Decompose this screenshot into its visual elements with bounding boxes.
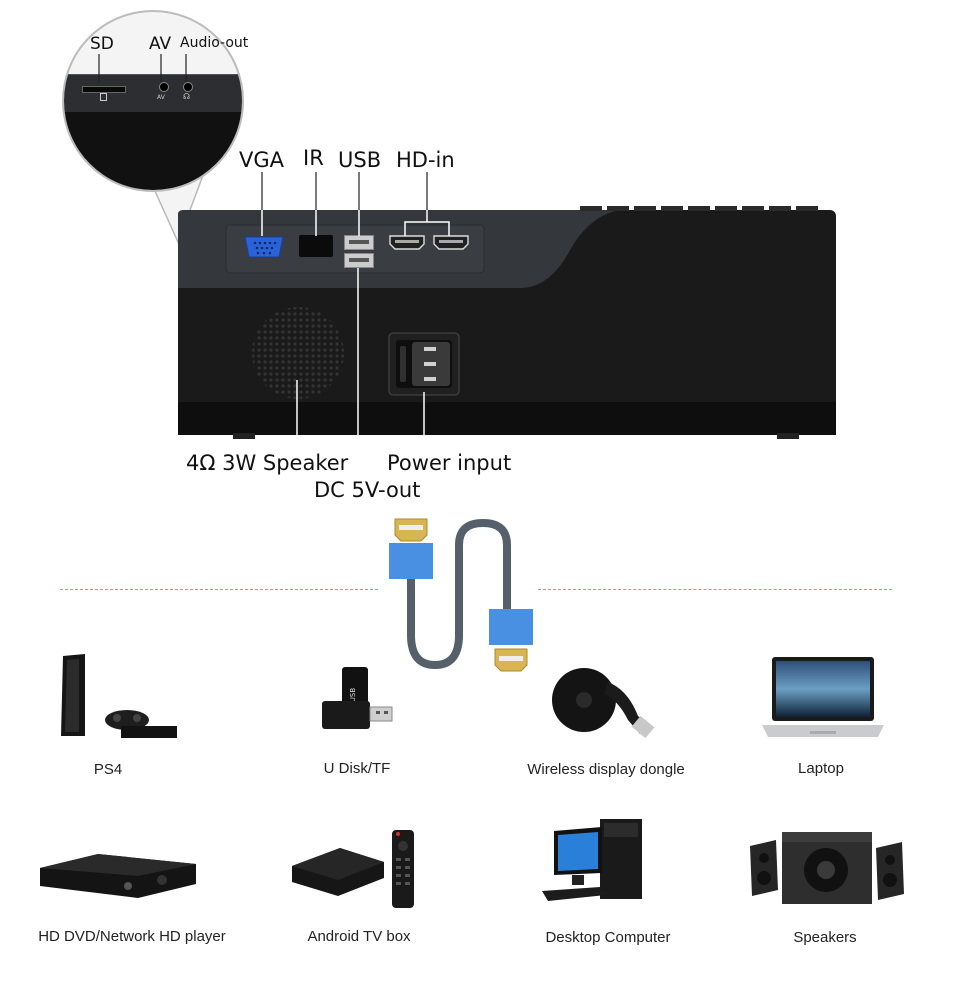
zoom-panel <box>64 74 242 113</box>
desktop-computer-icon <box>540 817 648 907</box>
av-label: AV <box>149 34 172 54</box>
wireless-dongle-icon <box>548 660 660 744</box>
device-label-desktop-computer: Desktop Computer <box>545 929 671 946</box>
hdmi-port-2 <box>433 235 469 250</box>
audio-out-label: Audio-out <box>180 35 249 51</box>
hdmi-port-1 <box>389 235 425 250</box>
ps4-console-icon <box>55 652 180 740</box>
headphone-icon: ☊ <box>183 92 191 101</box>
av-small-label: AV <box>157 94 165 101</box>
zoom-body <box>64 112 242 190</box>
device-label-u-disk: U Disk/TF <box>323 760 391 777</box>
divider-right <box>538 589 892 590</box>
speaker-label: 4Ω 3W Speaker <box>186 451 349 475</box>
usb-port-top <box>344 235 374 250</box>
usb-port-bottom <box>344 253 374 268</box>
svg-text:USB: USB <box>349 688 357 703</box>
speaker-grille <box>250 305 346 401</box>
device-label-android-tv-box: Android TV box <box>307 928 411 945</box>
vga-label: VGA <box>239 148 285 172</box>
dvd-player-icon <box>38 850 198 902</box>
android-tv-box-icon <box>288 826 418 910</box>
vga-port <box>244 235 284 259</box>
device-label-speakers: Speakers <box>793 929 857 946</box>
power-socket <box>388 332 460 396</box>
device-label-ps4: PS4 <box>93 761 123 778</box>
device-label-laptop: Laptop <box>798 760 844 777</box>
dc-out-label: DC 5V-out <box>314 478 421 502</box>
hdmi-cable-icon <box>385 515 545 675</box>
device-label-wireless-dongle: Wireless display dongle <box>527 761 685 778</box>
sd-card-icon <box>100 93 107 101</box>
sd-slot <box>82 86 126 93</box>
audio-jack <box>183 82 193 92</box>
laptop-icon <box>762 655 884 747</box>
sd-label: SD <box>90 34 114 54</box>
usb-label: USB <box>338 148 382 172</box>
ir-label: IR <box>303 146 324 170</box>
speakers-icon <box>748 826 906 908</box>
ir-receiver <box>299 235 333 257</box>
zoom-callout: AV ☊ <box>62 10 244 192</box>
divider-left <box>60 589 378 590</box>
av-jack <box>159 82 169 92</box>
usb-flash-drive-icon: USB <box>320 665 396 733</box>
power-input-label: Power input <box>387 451 512 475</box>
hd-in-label: HD-in <box>396 148 455 172</box>
device-label-dvd-player: HD DVD/Network HD player <box>38 928 226 945</box>
